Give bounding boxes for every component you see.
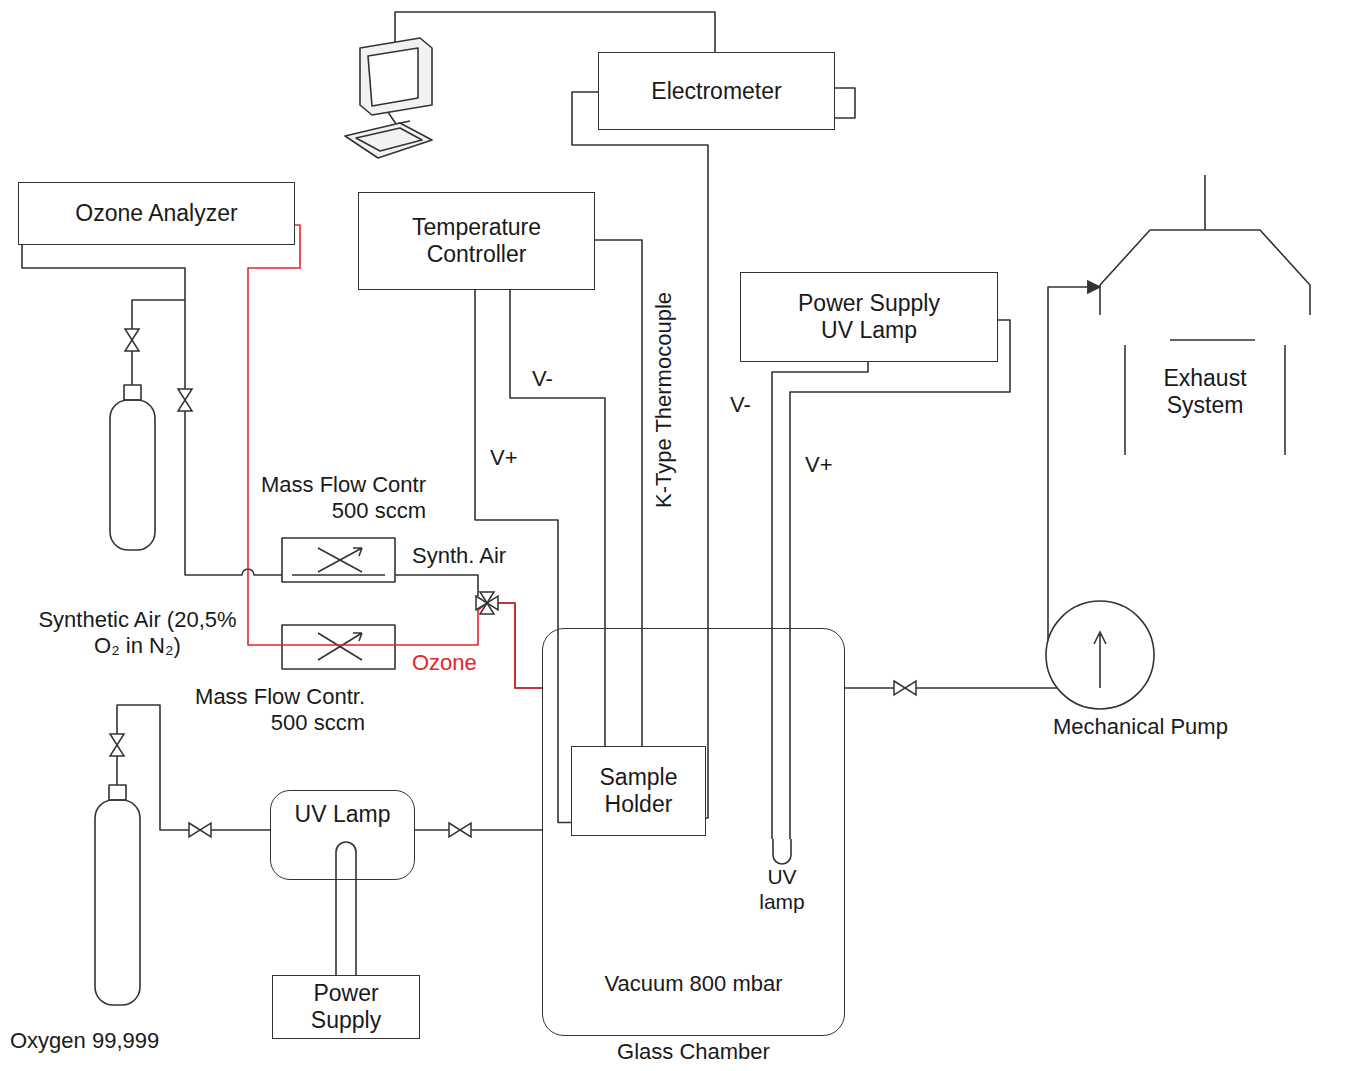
node-text: Sample Holder bbox=[580, 764, 697, 818]
part-label: Oxygen 99,999 bbox=[8, 1028, 161, 1054]
valve-symbol bbox=[125, 329, 139, 351]
uv-lamp: UV lamp bbox=[751, 839, 813, 917]
gas-line bbox=[22, 245, 282, 575]
gas-cylinder bbox=[95, 785, 140, 1005]
uv-tube bbox=[336, 842, 356, 880]
valve-symbol bbox=[189, 823, 211, 837]
uv-lamp-box: UV Lamp bbox=[270, 790, 415, 880]
computer-icon bbox=[345, 38, 432, 158]
node-text: Mechanical Pump bbox=[1053, 714, 1228, 740]
exhaust-hood: Exhaust System bbox=[1095, 175, 1315, 460]
node-text: Electrometer bbox=[651, 78, 781, 105]
power-supply-box: Power Supply UV Lamp bbox=[740, 272, 998, 362]
sample-holder: Sample Holder bbox=[571, 746, 706, 836]
node-text: Temperature Controller bbox=[373, 214, 580, 268]
connector-wire bbox=[510, 290, 605, 746]
node-text: UV Lamp bbox=[295, 801, 391, 828]
connector-wire bbox=[772, 362, 868, 839]
part-label: Mass Flow Contr 500 sccm bbox=[252, 472, 428, 523]
gas-line bbox=[495, 603, 542, 688]
connector-wire bbox=[335, 880, 337, 975]
connector-wire bbox=[572, 92, 708, 818]
valve-symbol bbox=[449, 823, 471, 837]
node-text: Power Supply bbox=[283, 980, 409, 1034]
electrometer-lead bbox=[835, 88, 855, 118]
node-text: Ozone Analyzer bbox=[75, 200, 237, 227]
connector-wire bbox=[1048, 287, 1100, 640]
mechanical-pump: Mechanical Pump bbox=[1045, 600, 1155, 710]
signal-label: V- bbox=[728, 392, 753, 418]
signal-label: V- bbox=[530, 366, 555, 392]
node-text: UV lamp bbox=[751, 865, 813, 914]
signal-label: K-Type Thermocouple bbox=[651, 290, 677, 510]
valve-symbol bbox=[178, 389, 192, 411]
signal-label: V+ bbox=[488, 445, 520, 471]
valve-symbol bbox=[894, 681, 916, 695]
valve-symbol bbox=[110, 734, 124, 756]
instrument-box: Ozone Analyzer bbox=[18, 182, 295, 245]
node-text: Vacuum 800 mbar bbox=[543, 971, 844, 997]
mass-flow-controller bbox=[282, 625, 395, 669]
glass-chamber: Sample HolderUV lampVacuum 800 mbarGlass… bbox=[542, 628, 845, 1036]
signal-label: Ozone bbox=[410, 650, 479, 676]
instrument-box: Temperature Controller bbox=[358, 192, 595, 290]
mechanical-pump-outline bbox=[1045, 600, 1155, 710]
node-text: Exhaust System bbox=[1140, 365, 1270, 419]
gas-line bbox=[395, 575, 478, 596]
node-text: Power Supply UV Lamp bbox=[781, 290, 957, 344]
node-text: Glass Chamber bbox=[543, 1039, 844, 1065]
data-wire bbox=[395, 12, 715, 52]
part-label: Synthetic Air (20,5% O₂ in N₂) bbox=[28, 607, 247, 658]
part-label: Mass Flow Contr. 500 sccm bbox=[165, 684, 367, 735]
connector-wire bbox=[845, 687, 1057, 689]
part-label: Synth. Air bbox=[410, 543, 508, 569]
connector-wire bbox=[248, 225, 542, 688]
gas-cylinder bbox=[110, 385, 155, 550]
connector-wire bbox=[415, 829, 542, 831]
gas-line bbox=[132, 300, 185, 385]
connector-wire bbox=[595, 240, 642, 746]
mass-flow-controller bbox=[282, 538, 395, 582]
power-supply-box: Power Supply bbox=[272, 975, 420, 1039]
three-way-valve bbox=[476, 592, 498, 614]
connector-wire bbox=[790, 320, 1010, 839]
signal-label: V+ bbox=[803, 452, 835, 478]
lamp-wire bbox=[355, 880, 357, 975]
instrument-box: Electrometer bbox=[598, 52, 835, 130]
